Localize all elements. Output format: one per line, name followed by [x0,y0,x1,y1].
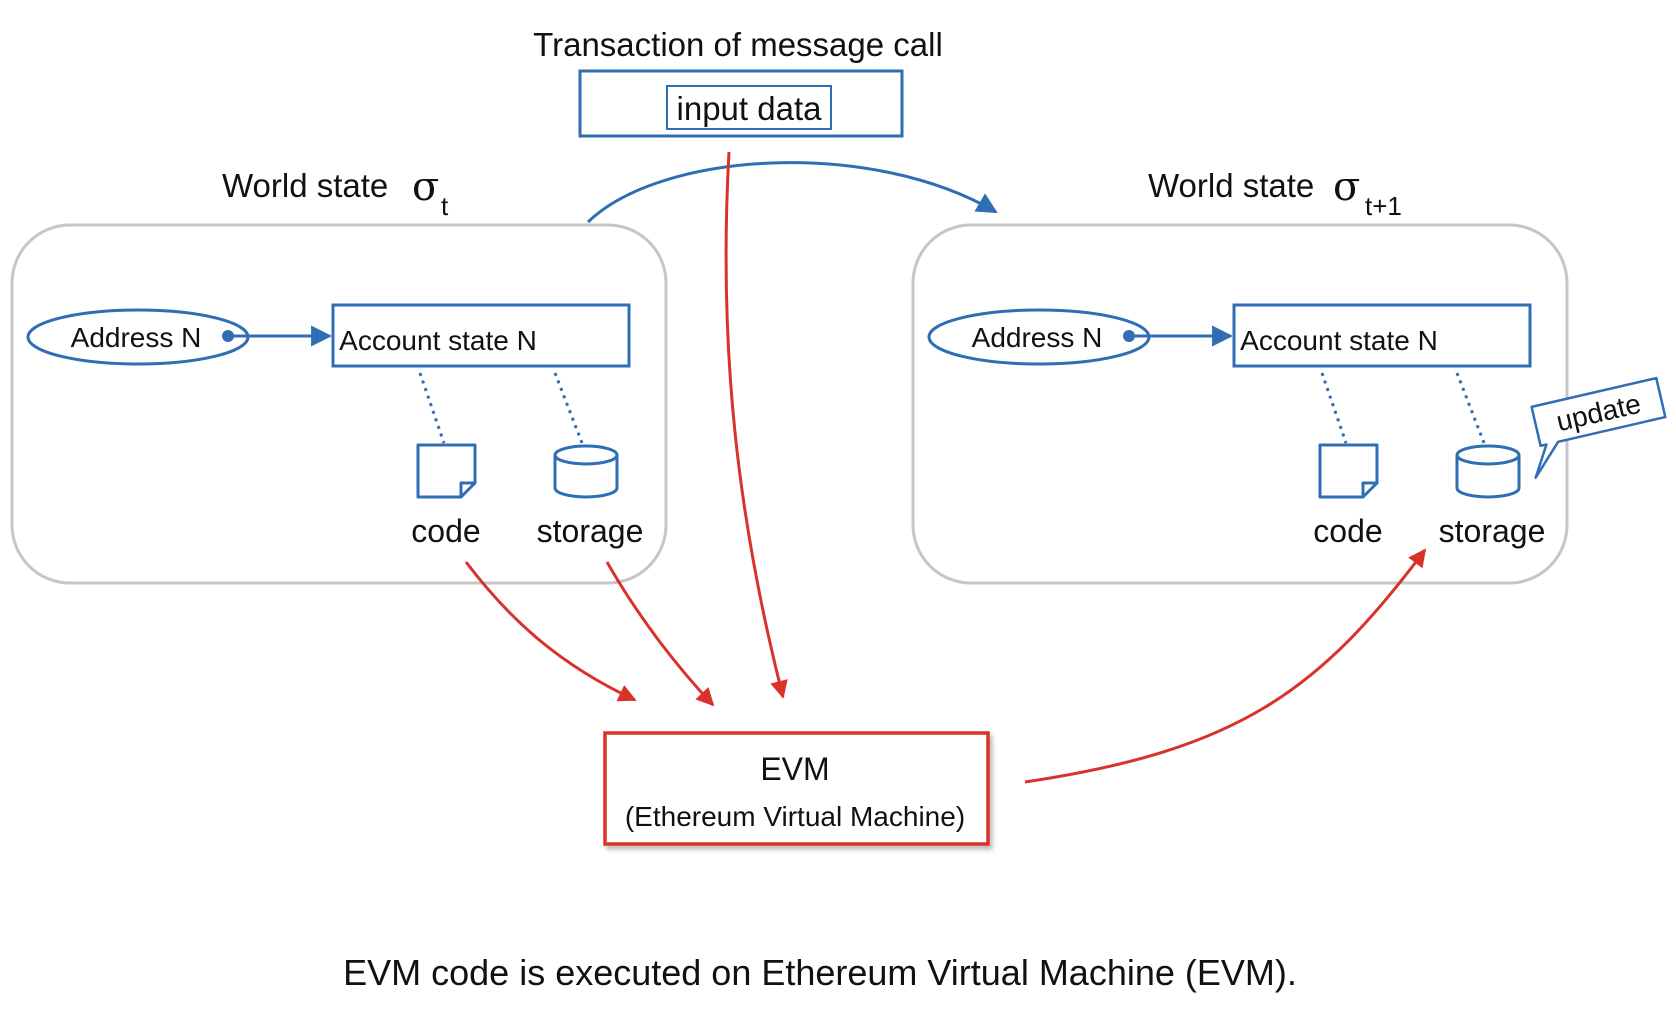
storage-right-icon [1455,444,1521,499]
evm-to-storage-arrow [1024,548,1427,784]
account-right-box [1232,303,1532,368]
evm-subtitle: (Ethereum Virtual Machine) [625,801,965,832]
world-state-left-subscript: t [441,191,449,221]
account-left-box [331,303,631,368]
world-state-left-title: World state [222,167,388,204]
caption: EVM code is executed on Ethereum Virtual… [343,952,1297,993]
world-state-right-title: World state [1148,167,1314,204]
state-transition-arrow [586,161,998,224]
account-right-label: Account state N [1240,325,1438,356]
world-state-right: World state σ t+1 Address N Account stat… [911,164,1667,585]
code-left-label: code [411,513,480,549]
code-to-evm-arrow [464,561,637,702]
account-left-label: Account state N [339,325,537,356]
world-state-left: World state σ t Address N Account state … [10,164,668,585]
code-right-label: code [1313,513,1382,549]
world-state-right-subscript: t+1 [1365,191,1402,221]
input-data-label: input data [677,90,823,127]
storage-right-label: storage [1439,513,1546,549]
transaction-title: Transaction of message call [533,26,943,63]
storage-left-label: storage [537,513,644,549]
evm-box [603,731,990,846]
input-to-evm-arrow [724,151,788,699]
code-left-icon [416,443,477,499]
evm-title: EVM [760,751,829,787]
world-state-left-sigma: σ [412,164,439,210]
code-right-icon [1318,443,1379,499]
world-state-right-sigma: σ [1333,164,1360,210]
storage-to-evm-arrow [605,561,715,707]
storage-left-icon [553,444,619,499]
input-data-box [666,85,832,130]
address-right-label: Address N [972,322,1103,353]
address-left-label: Address N [71,322,202,353]
